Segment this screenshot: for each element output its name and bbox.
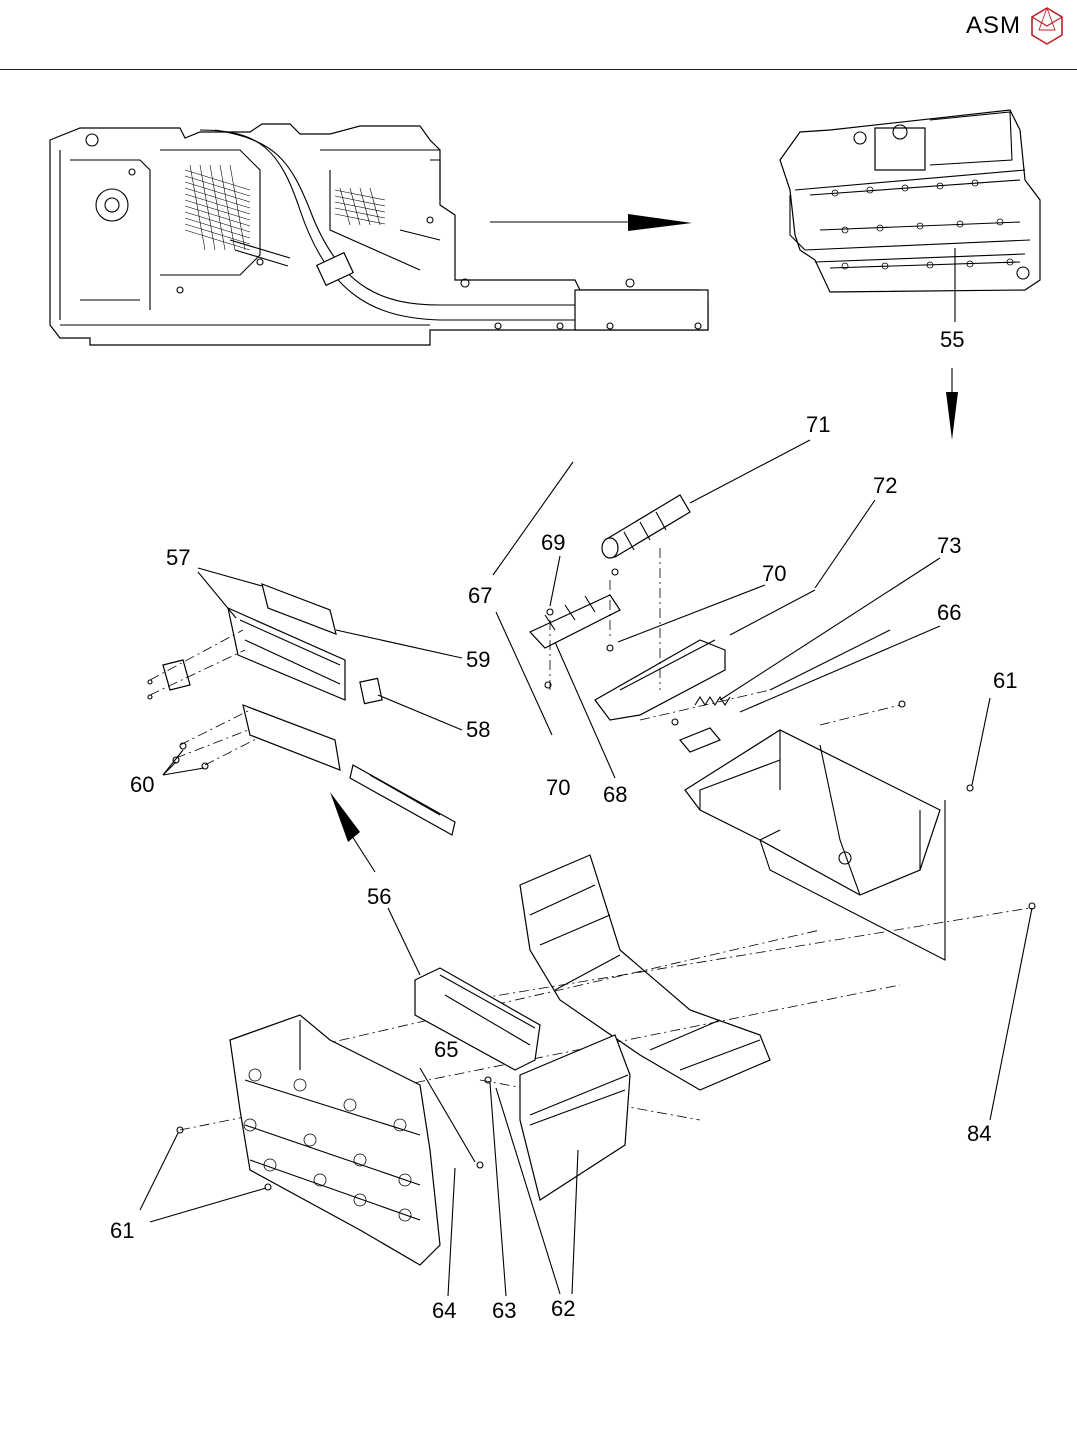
callout-71: 71 (806, 412, 830, 437)
pin-72 (730, 590, 815, 635)
callout-62: 62 (551, 1296, 575, 1321)
callout-73: 73 (937, 533, 961, 558)
leader-64 (448, 1168, 455, 1296)
leader-63 (490, 1083, 506, 1296)
parts-cluster-66-73 (530, 440, 890, 752)
callout-67: 67 (468, 583, 492, 608)
callout-69: 69 (541, 530, 565, 555)
leader-56 (388, 908, 420, 975)
leader-58 (378, 695, 462, 730)
callout-57: 57 (166, 545, 190, 570)
pin-66 (770, 630, 890, 690)
callout-56: 56 (367, 884, 391, 909)
callout-61b: 61 (110, 1218, 134, 1243)
callout-65: 65 (434, 1037, 458, 1062)
leader-61c (150, 1188, 266, 1222)
callout-58: 58 (466, 717, 490, 742)
leader-73 (720, 558, 940, 700)
callout-70a: 70 (762, 561, 786, 586)
flow-arrow-down (946, 368, 958, 440)
roller-71 (602, 440, 810, 558)
leader-61b (140, 1133, 178, 1210)
callout-59: 59 (466, 647, 490, 672)
leader-57b (198, 572, 236, 618)
flow-arrow-right (490, 214, 692, 231)
callout-72: 72 (873, 473, 897, 498)
callout-66: 66 (937, 600, 961, 625)
leader-66 (740, 626, 940, 712)
leader-67 (493, 462, 573, 575)
housing-frame (685, 701, 973, 960)
parts-cluster-57-60 (148, 584, 455, 835)
callout-68: 68 (603, 782, 627, 807)
callout-63: 63 (492, 1298, 516, 1323)
feeder-assembly-side-view (50, 124, 708, 345)
leader-69 (550, 556, 560, 606)
callout-64: 64 (432, 1298, 456, 1323)
leader-59 (336, 630, 462, 658)
leader-61a (972, 698, 990, 785)
leader-70a (618, 585, 765, 642)
leader-72 (815, 500, 875, 588)
leader-84 (990, 908, 1032, 1120)
flow-arrow-up (330, 792, 375, 872)
side-module-55 (780, 110, 1040, 292)
callout-60: 60 (130, 772, 154, 797)
cover-62 (520, 1035, 630, 1200)
callout-70b: 70 (546, 775, 570, 800)
spring-73 (695, 697, 730, 705)
tape-chute (520, 855, 770, 1090)
callout-84: 84 (967, 1121, 991, 1146)
callout-61a: 61 (993, 668, 1017, 693)
callout-55: 55 (940, 327, 964, 352)
